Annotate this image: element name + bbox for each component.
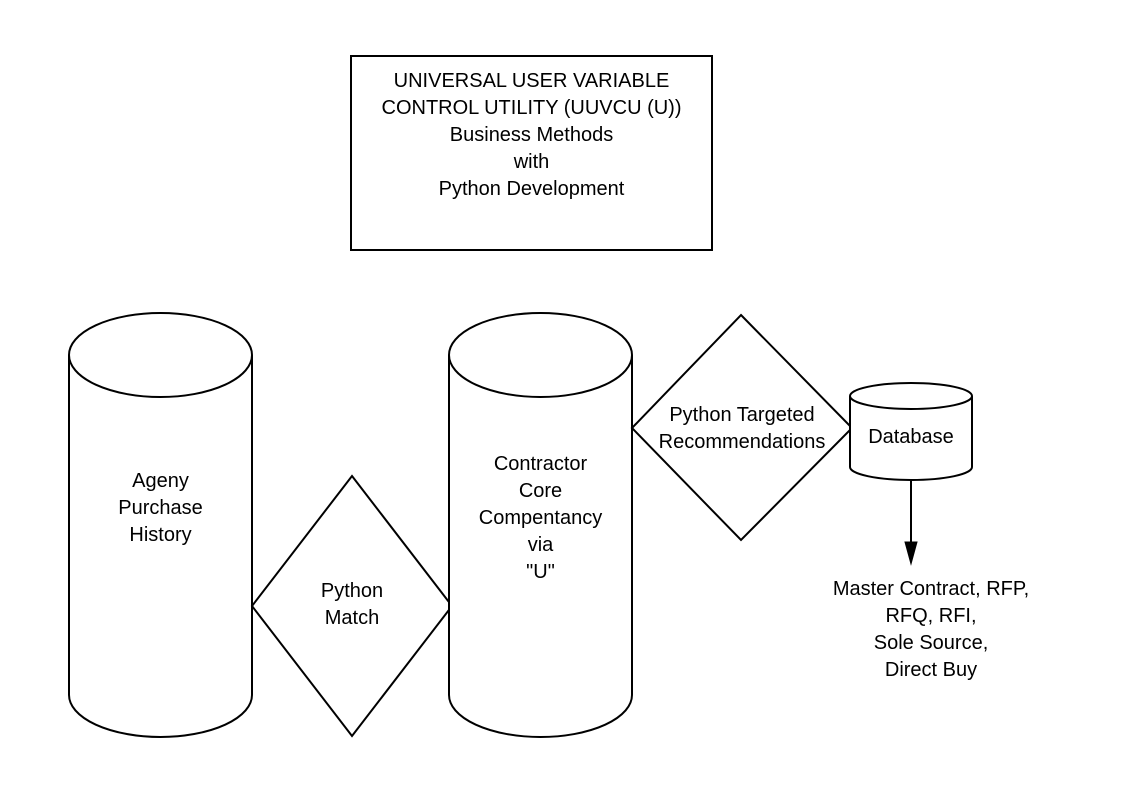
agency-purchase-history-label: Ageny Purchase History [118,470,203,546]
database-label: Database [868,426,954,448]
diamond-python-targeted [630,313,854,542]
cylinder-agency-purchase-history [68,312,253,738]
title-box-text: UNIVERSAL USER VARIABLE CONTROL UTILITY … [381,70,682,200]
outputs-text: Master Contract, RFP, RFQ, RFI, Sole Sou… [832,578,1030,681]
cylinder-database [849,382,973,481]
contractor-core-label: Contractor Core Compentancy via "U" [478,453,603,583]
title-box-shape [350,55,713,251]
cylinder-contractor-core [448,312,633,738]
arrowhead-icon [904,541,918,566]
arrow-database-to-outputs [904,480,918,566]
diamond-python-match [250,474,454,738]
python-targeted-label: Python Targeted Recommendations [658,404,826,453]
python-match-label: Python Match [320,580,384,629]
